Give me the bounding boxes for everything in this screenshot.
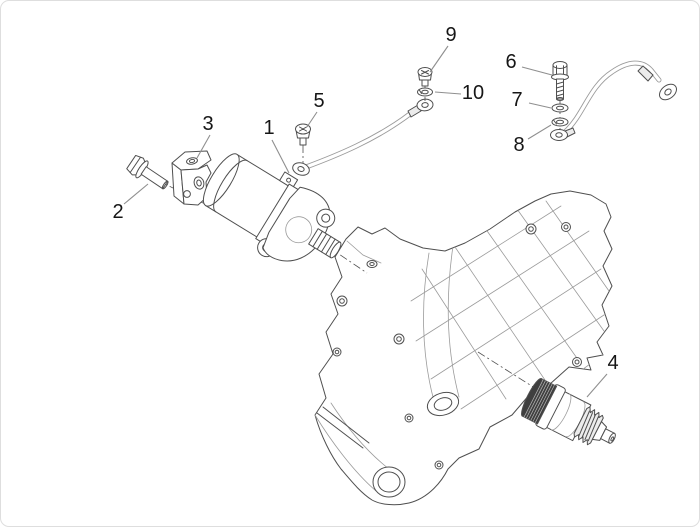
leader-line-7	[528, 102, 552, 109]
callout-8-spring-washer: 8	[513, 134, 525, 156]
flange-bolt-drawing	[126, 154, 169, 190]
callout-1-starter-motor: 1	[263, 117, 275, 139]
callout-7-flat-washer: 7	[511, 89, 523, 111]
crankcase-ribs	[410, 200, 610, 434]
cable-crimp-sleeve	[637, 65, 654, 82]
leader-line-8	[527, 124, 552, 140]
leader-line-5	[306, 111, 318, 128]
leader-line-9	[429, 45, 449, 73]
leader-line-3	[196, 134, 211, 159]
starter-motor-drawing	[202, 153, 342, 262]
hex-flange-bolt-drawing	[551, 61, 569, 101]
cable-ring-terminal	[292, 162, 310, 176]
engine-crankcase-drawing	[314, 190, 613, 506]
callout-10-lock-washer: 10	[461, 82, 485, 104]
crankcase-bolt-holes	[332, 222, 582, 470]
spring-washer-drawing	[551, 117, 569, 127]
leader-line-1	[271, 139, 290, 174]
leader-line-2	[123, 183, 149, 205]
callout-4-starter-drive-gear: 4	[607, 352, 619, 374]
cable-ring-terminal	[550, 129, 568, 141]
cable-screw-drawing	[295, 123, 311, 146]
callout-3-mounting-bracket: 3	[202, 113, 214, 135]
starter-cable-drawing	[292, 98, 434, 176]
mounting-bracket-drawing	[171, 150, 212, 206]
ground-cable-drawing	[550, 60, 677, 141]
leader-line-4	[586, 373, 608, 398]
cable-ring-terminal	[659, 83, 677, 101]
upper-screw-washer-drawing	[417, 67, 433, 101]
callout-6-hex-flange-bolt: 6	[505, 51, 517, 73]
callout-5-cable-screw: 5	[313, 90, 325, 112]
leader-line-10	[434, 91, 462, 95]
leader-line-6	[521, 66, 553, 76]
gear-axis-line	[477, 351, 539, 391]
callout-2-flange-bolt: 2	[112, 201, 124, 223]
flat-washer-drawing	[551, 103, 569, 113]
callout-9-cable-screw-upper: 9	[445, 24, 457, 46]
cable-ring-terminal	[416, 98, 434, 112]
starter-drive-gear-drawing	[521, 377, 616, 446]
